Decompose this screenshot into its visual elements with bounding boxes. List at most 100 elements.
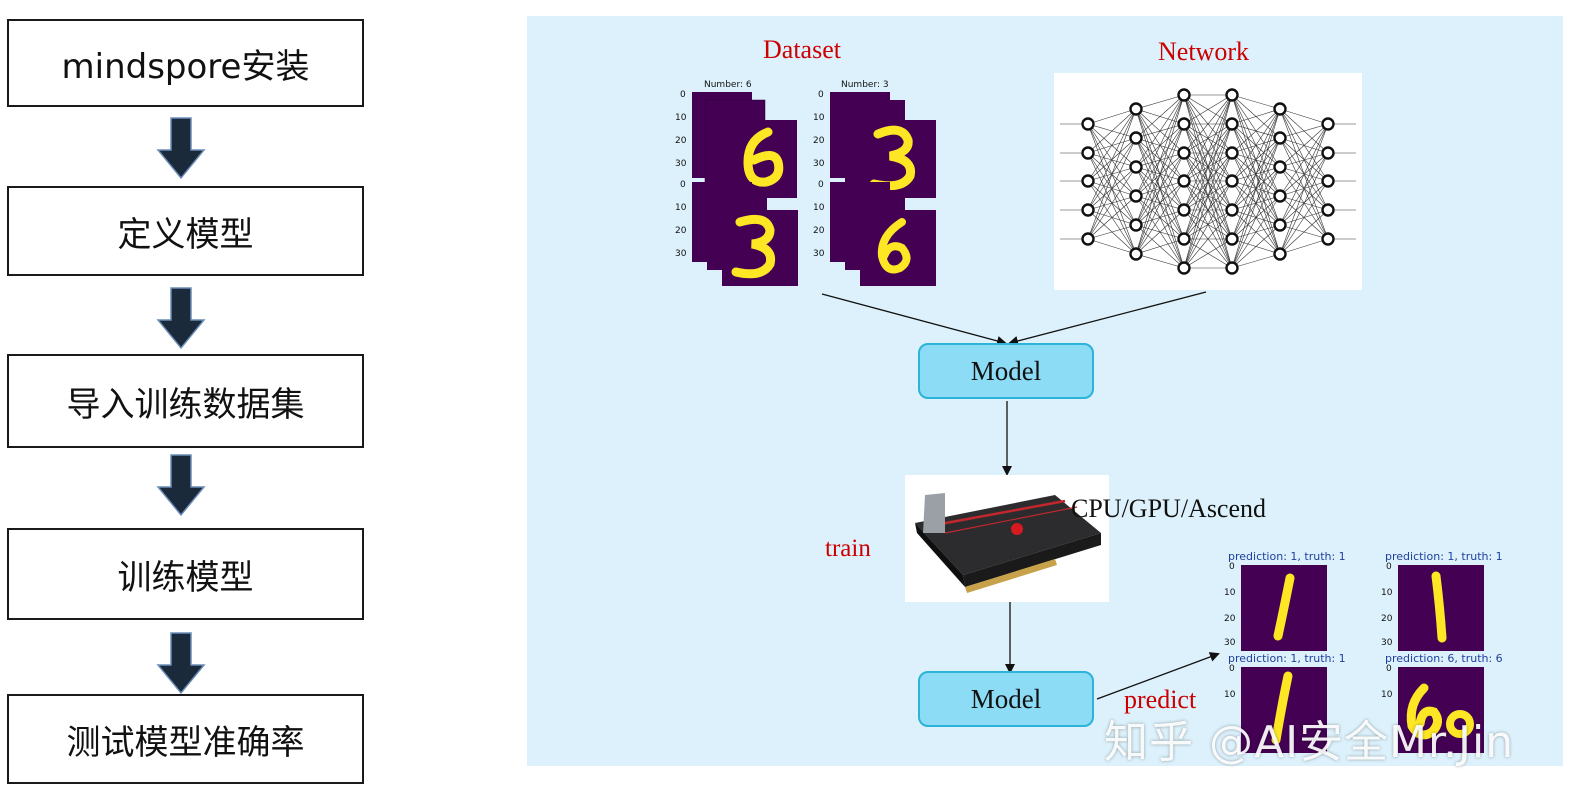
network-edge: [1135, 94, 1185, 110]
network-node: [1129, 247, 1143, 261]
network-node: [1225, 203, 1239, 217]
step-install-label: mindspore安装: [61, 46, 310, 87]
dataset-label: Dataset: [763, 35, 841, 64]
network-edge: [1183, 94, 1233, 125]
network-edge: [1279, 123, 1329, 197]
network-edge: [1183, 123, 1233, 269]
pred-tick: 0: [1386, 664, 1392, 674]
network-edge: [1231, 108, 1281, 154]
network-edge: [1279, 180, 1329, 255]
step-install: mindspore安装: [7, 19, 364, 107]
network-node: [1225, 174, 1239, 188]
network-node: [1177, 203, 1191, 217]
network-node: [1321, 203, 1335, 217]
train-label: train: [825, 535, 871, 562]
prediction-title: prediction: 1, truth: 1: [1385, 550, 1503, 563]
network-edge: [1231, 108, 1281, 240]
tick-label: 30: [813, 159, 825, 169]
step-train-model: 训练模型: [7, 528, 364, 620]
accelerator-card-image: [905, 475, 1109, 602]
network-node: [1225, 117, 1239, 131]
network-node: [1177, 88, 1191, 102]
network-node: [1321, 232, 1335, 246]
network-edge: [1087, 137, 1137, 240]
pred-tick: 0: [1386, 562, 1392, 572]
network-edge: [1183, 94, 1233, 182]
network-edge: [1087, 108, 1137, 182]
network-node: [1081, 117, 1095, 131]
network-node: [1321, 117, 1335, 131]
step-test-accuracy-label: 测试模型准确率: [66, 722, 305, 763]
network-edge: [1279, 123, 1329, 168]
tile-a-title: Number: 6: [704, 80, 752, 90]
network-node: [1129, 218, 1143, 232]
network-node: [1129, 160, 1143, 174]
network-edge: [1279, 123, 1329, 255]
prediction-digit-images: [1241, 565, 1484, 753]
network-node: [1081, 174, 1095, 188]
neural-network-image: [1054, 73, 1362, 290]
network-edge: [1087, 224, 1137, 240]
network-edge: [1279, 209, 1329, 255]
model-box-bottom: Model: [918, 671, 1094, 727]
network-edge: [1231, 108, 1281, 182]
network-node: [1225, 146, 1239, 160]
step-define-model: 定义模型: [7, 186, 364, 276]
network-edge: [1135, 209, 1185, 255]
network-node: [1081, 232, 1095, 246]
network-node: [1321, 174, 1335, 188]
network-edge: [1087, 108, 1137, 154]
network-edge: [1087, 238, 1137, 255]
network-node: [1129, 189, 1143, 203]
down-arrow-2: [156, 287, 206, 350]
network-edge: [1183, 94, 1233, 154]
network-edge: [1231, 94, 1281, 110]
tick-label: 0: [680, 180, 686, 190]
tick-label: 10: [813, 113, 825, 123]
model-box-top: Model: [918, 343, 1094, 399]
network-edge: [1231, 108, 1281, 269]
pred-tick: 10: [1224, 588, 1236, 598]
network-node: [1273, 247, 1287, 261]
tick-label: 10: [813, 203, 825, 213]
network-edge: [1231, 137, 1281, 269]
network-edge: [1183, 94, 1233, 240]
network-edge: [1279, 123, 1329, 226]
network-node: [1081, 146, 1095, 160]
network-node: [1273, 160, 1287, 174]
network-edge: [1087, 166, 1137, 240]
pred-tick: 20: [1381, 614, 1393, 624]
hardware-label: CPU/GPU/Ascend: [1071, 494, 1267, 523]
network-node: [1081, 203, 1095, 217]
tick-label: 30: [675, 249, 687, 259]
network-edge: [1087, 108, 1137, 211]
step-define-model-label: 定义模型: [117, 214, 254, 255]
tick-label: 20: [675, 136, 687, 146]
network-edge: [1183, 152, 1233, 269]
network-node: [1225, 261, 1239, 275]
network-edge: [1183, 94, 1233, 269]
network-edge: [1135, 253, 1185, 269]
network-node: [1129, 131, 1143, 145]
network-edge: [1087, 195, 1137, 240]
network-edge: [1183, 209, 1233, 269]
pred-tick: 0: [1229, 562, 1235, 572]
network-edge: [1087, 108, 1137, 240]
down-arrow-4: [156, 632, 206, 695]
network-edge: [1279, 238, 1329, 255]
network-node: [1273, 131, 1287, 145]
tick-label: 10: [675, 113, 687, 123]
network-edge: [1135, 238, 1185, 255]
network-edge: [1231, 253, 1281, 269]
watermark: 知乎 @AI安全Mr.Jin: [1104, 717, 1515, 768]
model-label-bottom: Model: [970, 683, 1042, 714]
network-edge: [1135, 94, 1185, 226]
network-edge: [1279, 108, 1329, 182]
network-node: [1177, 174, 1191, 188]
step-test-accuracy: 测试模型准确率: [7, 694, 364, 784]
tick-label: 0: [818, 90, 824, 100]
predict-label: predict: [1124, 685, 1197, 714]
network-edge: [1231, 108, 1281, 211]
down-arrow-1: [156, 117, 206, 180]
